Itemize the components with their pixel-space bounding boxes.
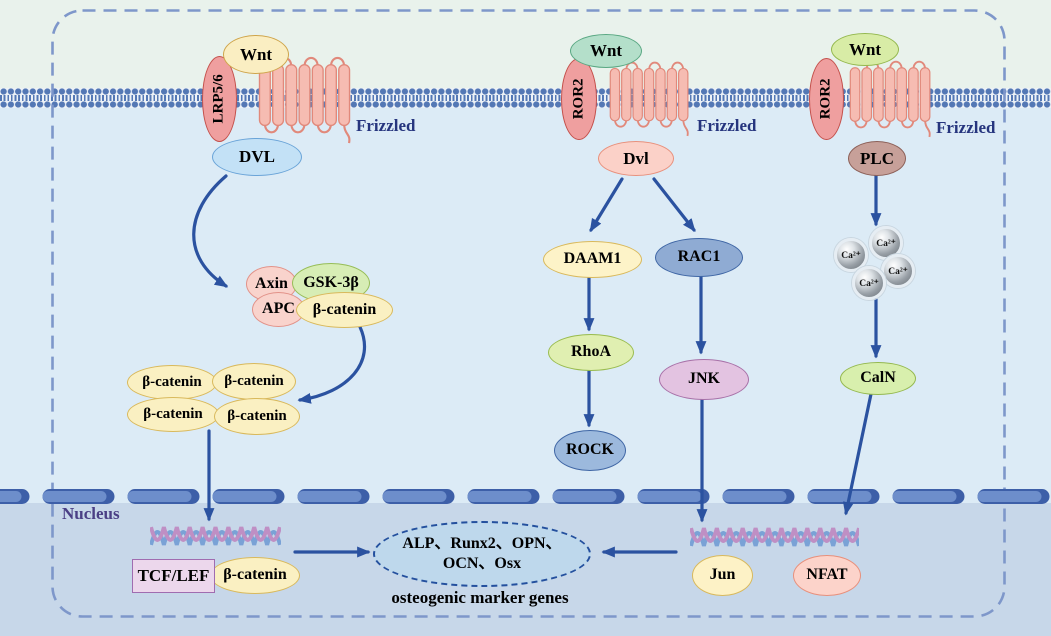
ror2-coreceptor-pcp: ROR2 xyxy=(561,58,597,140)
wnt-ligand-canonical: Wnt xyxy=(223,35,289,74)
beta-catenin-cluster: β-catenin xyxy=(127,397,219,432)
wnt-ligand-calcium: Wnt xyxy=(831,33,899,66)
calcium-ion: Ca²⁺ xyxy=(852,266,886,300)
frizzled-receptor-icon xyxy=(609,61,689,137)
beta-catenin-cluster: β-catenin xyxy=(127,365,217,400)
tcf-lef: TCF/LEF xyxy=(132,559,215,593)
caln: CalN xyxy=(840,362,916,395)
nfat: NFAT xyxy=(793,555,861,596)
rac1: RAC1 xyxy=(655,238,743,277)
genes-line2: OCN、Osx xyxy=(442,555,522,572)
genes-caption: osteogenic marker genes xyxy=(391,588,569,607)
lipid-heads-top xyxy=(0,88,1051,95)
daam1: DAAM1 xyxy=(543,241,642,278)
nucleus-label: Nucleus xyxy=(62,504,120,523)
dna-helix xyxy=(150,526,281,546)
frizzled-receptor-icon xyxy=(258,56,351,144)
apc: APC xyxy=(252,292,305,327)
jnk: JNK xyxy=(659,359,749,400)
frizzled-label: Frizzled xyxy=(936,118,996,137)
dvl-canonical: DVL xyxy=(212,138,302,176)
frizzled-label: Frizzled xyxy=(356,116,416,135)
lipid-heads-bottom xyxy=(0,101,1051,108)
lrp56-coreceptor: LRP5/6 xyxy=(202,56,237,142)
beta-catenin-cluster: β-catenin xyxy=(214,398,300,435)
osteogenic-genes-ellipse: ALP、Runx2、OPN、 OCN、Osx xyxy=(373,521,591,587)
rhoa: RhoA xyxy=(548,334,634,371)
lipid-tails xyxy=(0,95,1051,101)
ror2-coreceptor-calcium: ROR2 xyxy=(809,58,844,140)
plc: PLC xyxy=(848,141,906,176)
frizzled-label: Frizzled xyxy=(697,116,757,135)
beta-catenin-complex: β-catenin xyxy=(296,292,393,328)
genes-line1: ALP、Runx2、OPN、 xyxy=(402,535,562,552)
dvl-pcp: Dvl xyxy=(598,141,674,176)
frizzled-receptor-icon xyxy=(849,60,931,138)
calcium-ion: Ca²⁺ xyxy=(881,254,915,288)
beta-catenin-nuclear: β-catenin xyxy=(210,557,300,594)
jun: Jun xyxy=(692,555,753,596)
rock: ROCK xyxy=(554,430,626,471)
dna-helix xyxy=(690,527,859,547)
wnt-ligand-pcp: Wnt xyxy=(570,34,642,68)
beta-catenin-cluster: β-catenin xyxy=(212,363,296,400)
